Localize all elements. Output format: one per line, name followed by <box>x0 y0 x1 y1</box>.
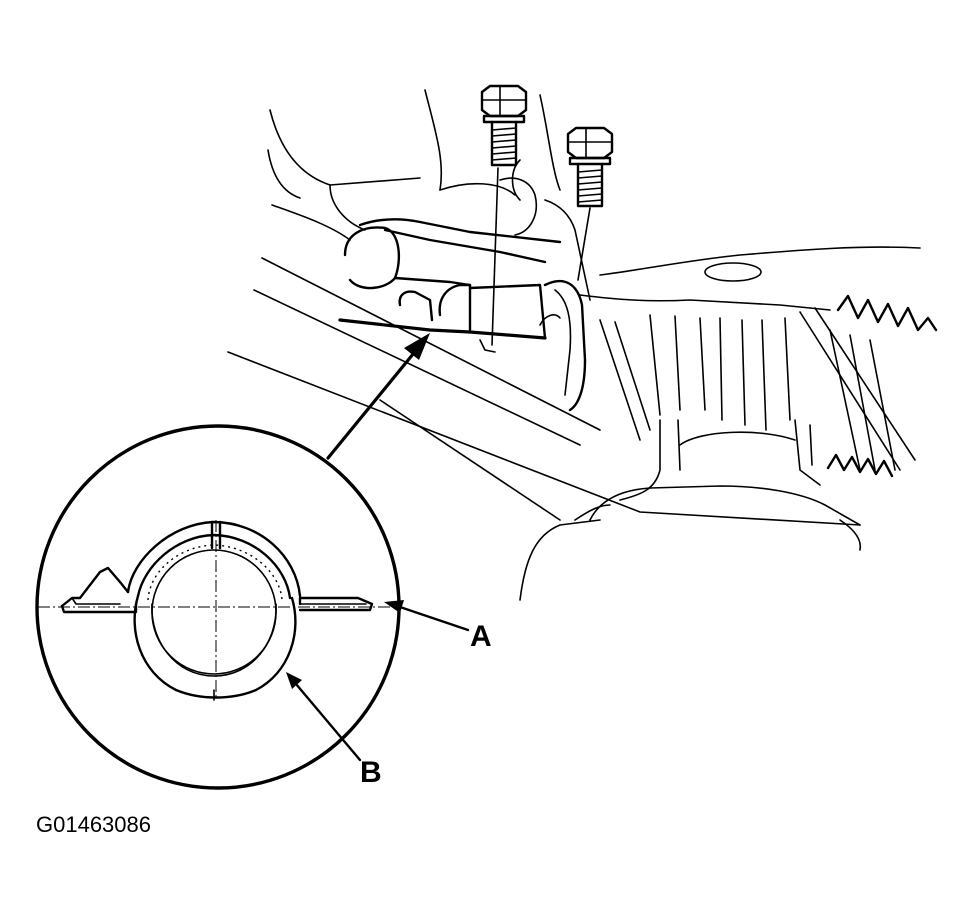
bushing-holder <box>479 339 496 353</box>
bushing-dotted-ring <box>147 544 283 601</box>
mount-bracket <box>358 218 562 244</box>
bushing-holder <box>438 283 472 332</box>
body-contour <box>539 94 561 191</box>
body-contour <box>271 204 351 241</box>
mount-bracket <box>393 276 472 287</box>
bolt-right <box>566 126 614 281</box>
bracket-slit <box>210 520 222 550</box>
housing-outline <box>599 246 921 276</box>
bracket-flange <box>298 596 374 612</box>
mount-bracket <box>499 177 537 236</box>
bolt-left <box>480 84 528 346</box>
callout-a-leader <box>384 600 470 632</box>
housing-rib <box>829 329 861 471</box>
detail-pointer-arrow <box>326 333 430 460</box>
bushing-holder <box>539 314 561 326</box>
bushing-outer <box>133 594 297 699</box>
bushing-holder <box>398 290 434 322</box>
housing-rib <box>699 317 706 411</box>
body-contour <box>329 184 366 231</box>
bushing-holder <box>543 279 587 412</box>
knuckle <box>677 419 681 471</box>
housing-port <box>704 262 762 282</box>
housing-rib <box>719 317 723 421</box>
body-contour <box>439 182 516 196</box>
housing-rib <box>784 317 791 421</box>
housing-rib <box>849 334 876 471</box>
housing-rib <box>674 315 681 411</box>
mount-bracket <box>511 159 521 201</box>
housing-rib <box>599 319 641 441</box>
knuckle <box>574 504 611 521</box>
frame-line <box>253 289 581 446</box>
mount-bracket <box>383 228 547 264</box>
frame-line <box>379 399 561 521</box>
frame-line <box>227 351 861 526</box>
housing-rib <box>799 311 901 471</box>
knuckle <box>794 419 821 486</box>
body-contour <box>269 109 421 186</box>
housing-outline <box>579 294 831 311</box>
bracket-arch <box>136 533 292 600</box>
knuckle <box>679 431 796 446</box>
body-contour <box>267 149 301 199</box>
housing-rib <box>814 307 916 461</box>
knuckle <box>589 485 861 526</box>
housing-rib <box>869 339 896 471</box>
spring-coil <box>826 453 894 478</box>
stabilizer-bar <box>338 318 547 340</box>
housing-rib <box>614 321 651 431</box>
callout-b-leader <box>286 672 362 762</box>
bracket-flange <box>71 597 121 605</box>
frame-line <box>261 257 601 431</box>
magnified-detail <box>35 424 401 790</box>
knuckle <box>519 519 601 601</box>
body-contour <box>544 199 591 301</box>
bushing-bore <box>151 603 277 677</box>
body-contour <box>424 89 443 191</box>
suspension-assembly <box>227 89 938 601</box>
mount-bracket <box>343 226 401 290</box>
figure-id: G01463086 <box>36 812 151 837</box>
housing-rib <box>761 319 767 431</box>
housing-rib <box>741 319 746 426</box>
knuckle <box>809 424 813 466</box>
bushing-holder <box>468 283 547 340</box>
callout-a-label: A <box>470 620 492 653</box>
callout-b-label: B <box>360 756 382 789</box>
knuckle <box>839 519 862 551</box>
spring-coil <box>836 294 938 332</box>
housing-rib <box>649 314 661 416</box>
bushing-holder <box>554 289 572 396</box>
